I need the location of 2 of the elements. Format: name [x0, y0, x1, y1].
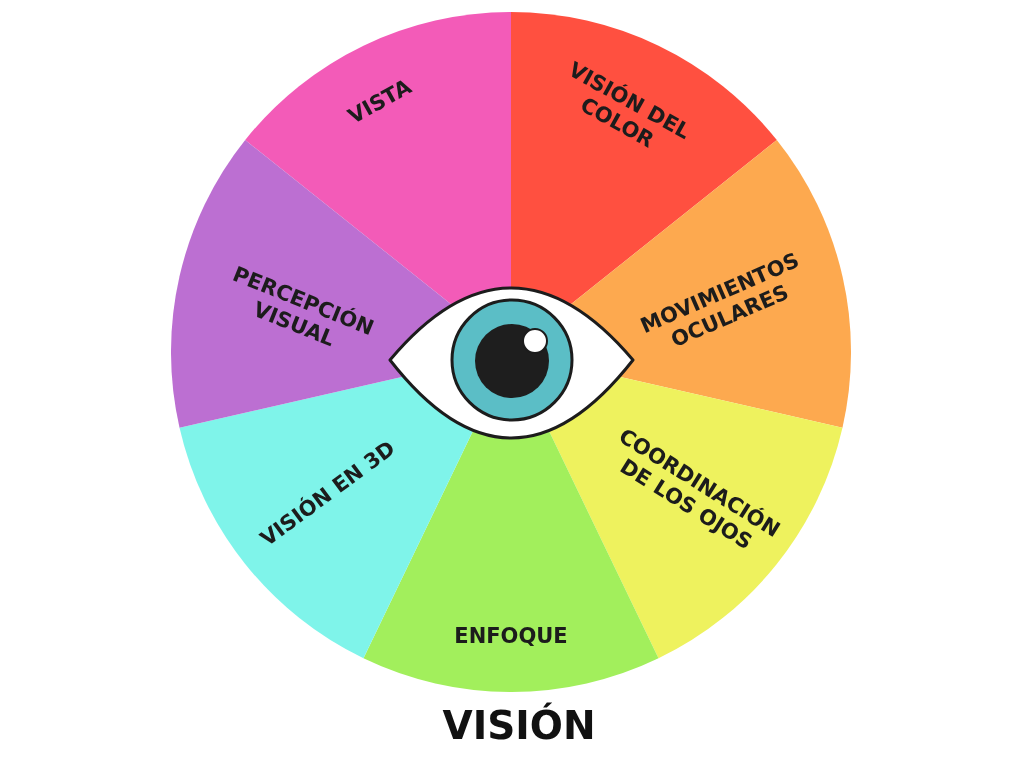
diagram-title: VISIÓN — [442, 703, 596, 749]
segment-label: ENFOQUE — [446, 623, 576, 649]
